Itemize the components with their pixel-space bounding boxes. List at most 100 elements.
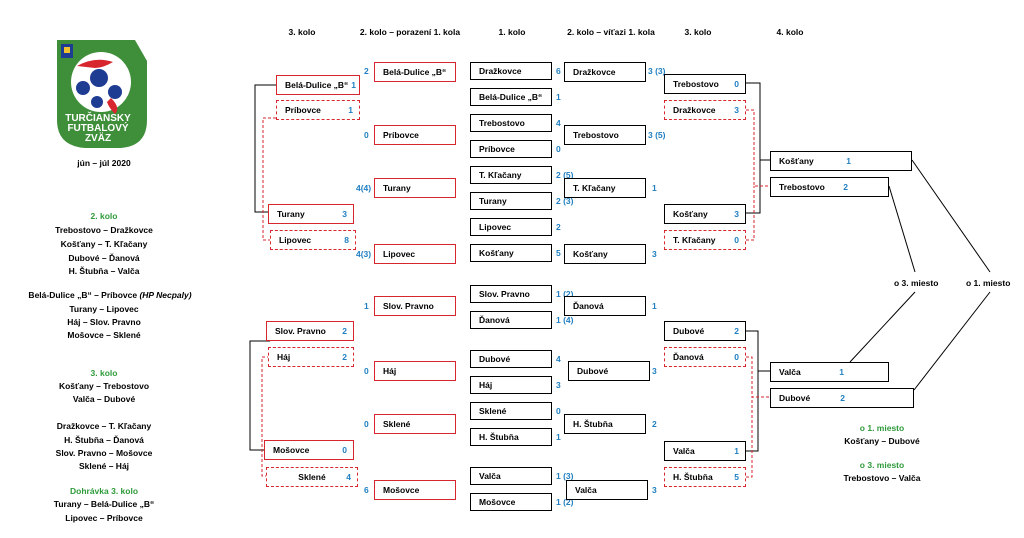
team-score: 8 — [344, 235, 349, 245]
schedule-line: Turany – Lipovec — [69, 304, 139, 314]
team-score: 3 — [652, 249, 657, 259]
team-name: Valča — [479, 471, 501, 481]
team-name: Turany — [277, 209, 305, 219]
team-name: Príbovce — [479, 144, 515, 154]
round3-title: 3. kolo — [90, 368, 118, 378]
team-name: H. Štubňa — [479, 432, 519, 442]
header-round4: 4. kolo — [776, 27, 804, 37]
team-name: Lipovec — [279, 235, 312, 245]
team-score: 3 — [342, 209, 347, 219]
team-name: Mošovce — [479, 497, 516, 507]
connector-line — [746, 186, 755, 241]
team-box: Dubové — [470, 350, 552, 368]
schedule-line: Valča – Dubové — [72, 394, 136, 404]
team-box: Háj — [374, 361, 456, 381]
team-name: Príbovce — [285, 105, 321, 115]
schedule-line: H. Štubňa – Ďanová — [64, 435, 144, 445]
team-box: H. Štubňa — [564, 414, 646, 434]
team-name: Turany — [479, 196, 507, 206]
team-score: 1 — [364, 301, 369, 311]
team-score: 1 — [839, 367, 844, 377]
header-round3-right: 3. kolo — [684, 27, 712, 37]
team-score: 0 — [364, 419, 369, 429]
team-box: Dražkovce — [470, 62, 552, 80]
team-name: Dubové — [673, 326, 705, 336]
team-score: 0 — [364, 130, 369, 140]
team-score: 0 — [556, 406, 561, 416]
team-score: 3 (3) — [648, 66, 666, 76]
team-score: 1 — [351, 80, 356, 90]
team-name: Ďanová — [673, 352, 704, 362]
team-score: 2 — [556, 222, 561, 232]
team-score: 1 — [348, 105, 353, 115]
connector-line — [746, 371, 759, 452]
team-name: Košťany — [479, 248, 514, 258]
team-box: Ďanová — [564, 296, 646, 316]
team-name: Príbovce — [383, 130, 419, 140]
team-name: Trebostovo — [479, 118, 525, 128]
schedule-line: Slov. Pravno – Mošovce — [55, 448, 153, 458]
schedule-line: Turany – Belá-Dulice „B“ — [53, 499, 155, 509]
team-box: Háj — [470, 376, 552, 394]
team-name: Belá-Dulice „B“ — [285, 80, 349, 90]
team-score: 2 (5) — [556, 170, 574, 180]
team-box: Belá-Dulice „B“ — [470, 88, 552, 106]
team-score: 3 (5) — [648, 130, 666, 140]
team-score: 3 — [734, 209, 739, 219]
team-name: Sklené — [298, 472, 326, 482]
logo-line1: TURČIANSKY — [65, 113, 131, 124]
schedule-line: Trebostovo – Dražkovce — [55, 225, 153, 235]
team-name: Dubové — [577, 366, 609, 376]
team-score: 1 (3) — [556, 471, 574, 481]
team-score: 6 — [556, 66, 561, 76]
team-score: 0 — [734, 352, 739, 362]
team-box: Sklené — [470, 402, 552, 420]
schedule-line: Háj – Slov. Pravno — [67, 317, 141, 327]
tfz-logo: TURČIANSKY FUTBALOVÝ ZVÄZ — [55, 38, 151, 150]
team-score: 1 — [556, 92, 561, 102]
header-round1: 1. kolo — [498, 27, 526, 37]
connector-line — [262, 117, 276, 241]
team-score: 1 — [846, 156, 851, 166]
logo-shield-icon — [57, 40, 151, 148]
team-name: Sklené — [479, 406, 507, 416]
team-name: Košťany — [573, 249, 608, 259]
team-name: H. Štubňa — [573, 419, 613, 429]
team-name: Valča — [673, 446, 695, 456]
team-name: Ďanová — [573, 301, 604, 311]
schedule-line-main: Belá-Dulice „B“ – Príbovce — [28, 290, 140, 300]
team-name: Dubové — [779, 393, 811, 403]
team-box: Slov. Pravno — [374, 296, 456, 316]
date-label: jún – júl 2020 — [77, 158, 131, 168]
team-score: 2 — [342, 352, 347, 362]
team-score: 1 (2) — [556, 289, 574, 299]
team-name: Slov. Pravno — [479, 289, 530, 299]
header-round3-left: 3. kolo — [288, 27, 316, 37]
team-box: Slov. Pravno — [470, 285, 552, 303]
team-box: Belá-Dulice „B“1 — [276, 75, 360, 95]
third-place-label: o 3. miesto — [894, 278, 939, 288]
team-name: Dubové — [479, 354, 511, 364]
final-first-title: o 1. miesto — [859, 423, 905, 433]
team-score: 1 (2) — [556, 497, 574, 507]
logo-line2: FUTBALOVÝ — [67, 123, 129, 134]
team-score: 3 — [652, 366, 657, 376]
team-box: Mošovce — [374, 480, 456, 500]
team-score: 4(4) — [356, 183, 372, 193]
logo-text: TURČIANSKY FUTBALOVÝ ZVÄZ — [55, 114, 141, 144]
team-score: 0 — [734, 79, 739, 89]
team-score: 5 — [734, 472, 739, 482]
final-first-match: Košťany – Dubové — [844, 436, 920, 446]
team-box: Príbovce 1 — [276, 100, 360, 120]
team-name: Valča — [779, 367, 801, 377]
team-score: 4(3) — [356, 249, 372, 259]
team-box: Sklené — [374, 414, 456, 434]
connector-line — [261, 356, 270, 477]
team-box: Ďanová — [470, 311, 552, 329]
